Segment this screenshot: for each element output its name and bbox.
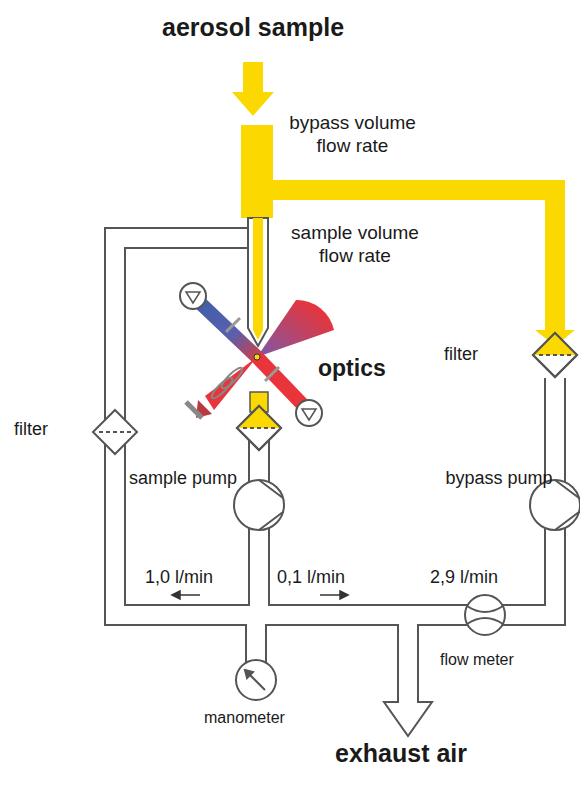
flow-label: bypass volume flow rate	[280, 112, 425, 158]
part-label: filter	[444, 344, 478, 366]
part-label: filter	[14, 419, 48, 441]
optics-illustration	[180, 283, 334, 426]
part-label: manometer	[204, 708, 285, 727]
part-label: optics	[318, 355, 386, 383]
heading-label: exhaust air	[335, 738, 467, 768]
heading-label: aerosol sample	[162, 12, 344, 42]
flow-value: 0,1 l/min	[277, 567, 345, 589]
flow-value: 2,9 l/min	[430, 567, 498, 589]
part-label: flow meter	[440, 650, 514, 669]
flow-value: 1,0 l/min	[145, 567, 213, 589]
flow-label: sample volume flow rate	[280, 222, 430, 268]
part-label: bypass pump	[444, 468, 554, 490]
part-label: sample pump	[128, 468, 238, 490]
